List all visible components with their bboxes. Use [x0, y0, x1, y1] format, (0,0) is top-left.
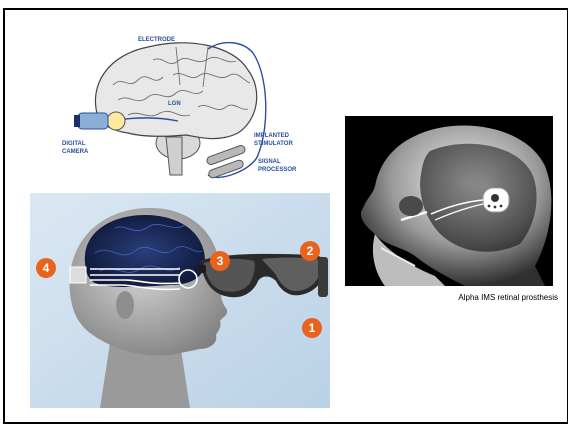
head-glasses-illustration: 4 3 2 1 [30, 193, 330, 408]
label-digital-camera-line2: CAMERA [62, 149, 89, 155]
label-implanted-stimulator-line1: IMPLANTED [254, 133, 290, 139]
badge-4: 4 [36, 258, 56, 278]
svg-text:1: 1 [309, 321, 316, 335]
label-signal-processor-line2: PROCESSOR [258, 167, 297, 173]
svg-text:4: 4 [43, 261, 50, 275]
label-lgn: LGN [168, 101, 181, 107]
svg-text:2: 2 [307, 244, 314, 258]
label-implanted-stimulator-line2: STIMULATOR [254, 141, 293, 147]
label-signal-processor-line1: SIGNAL [258, 159, 281, 165]
skull-xray-image [345, 116, 553, 286]
xray-caption: Alpha IMS retinal prosthesis [340, 293, 558, 302]
label-electrode: ELECTRODE [138, 37, 175, 43]
brain-implant-diagram: ELECTRODE LGN DIGITAL CAMERA IMPLANTED S… [58, 25, 308, 190]
badge-2: 2 [300, 241, 320, 261]
badge-1: 1 [302, 318, 322, 338]
label-digital-camera-line1: DIGITAL [62, 141, 86, 147]
badge-3: 3 [210, 251, 230, 271]
svg-text:3: 3 [217, 254, 224, 268]
